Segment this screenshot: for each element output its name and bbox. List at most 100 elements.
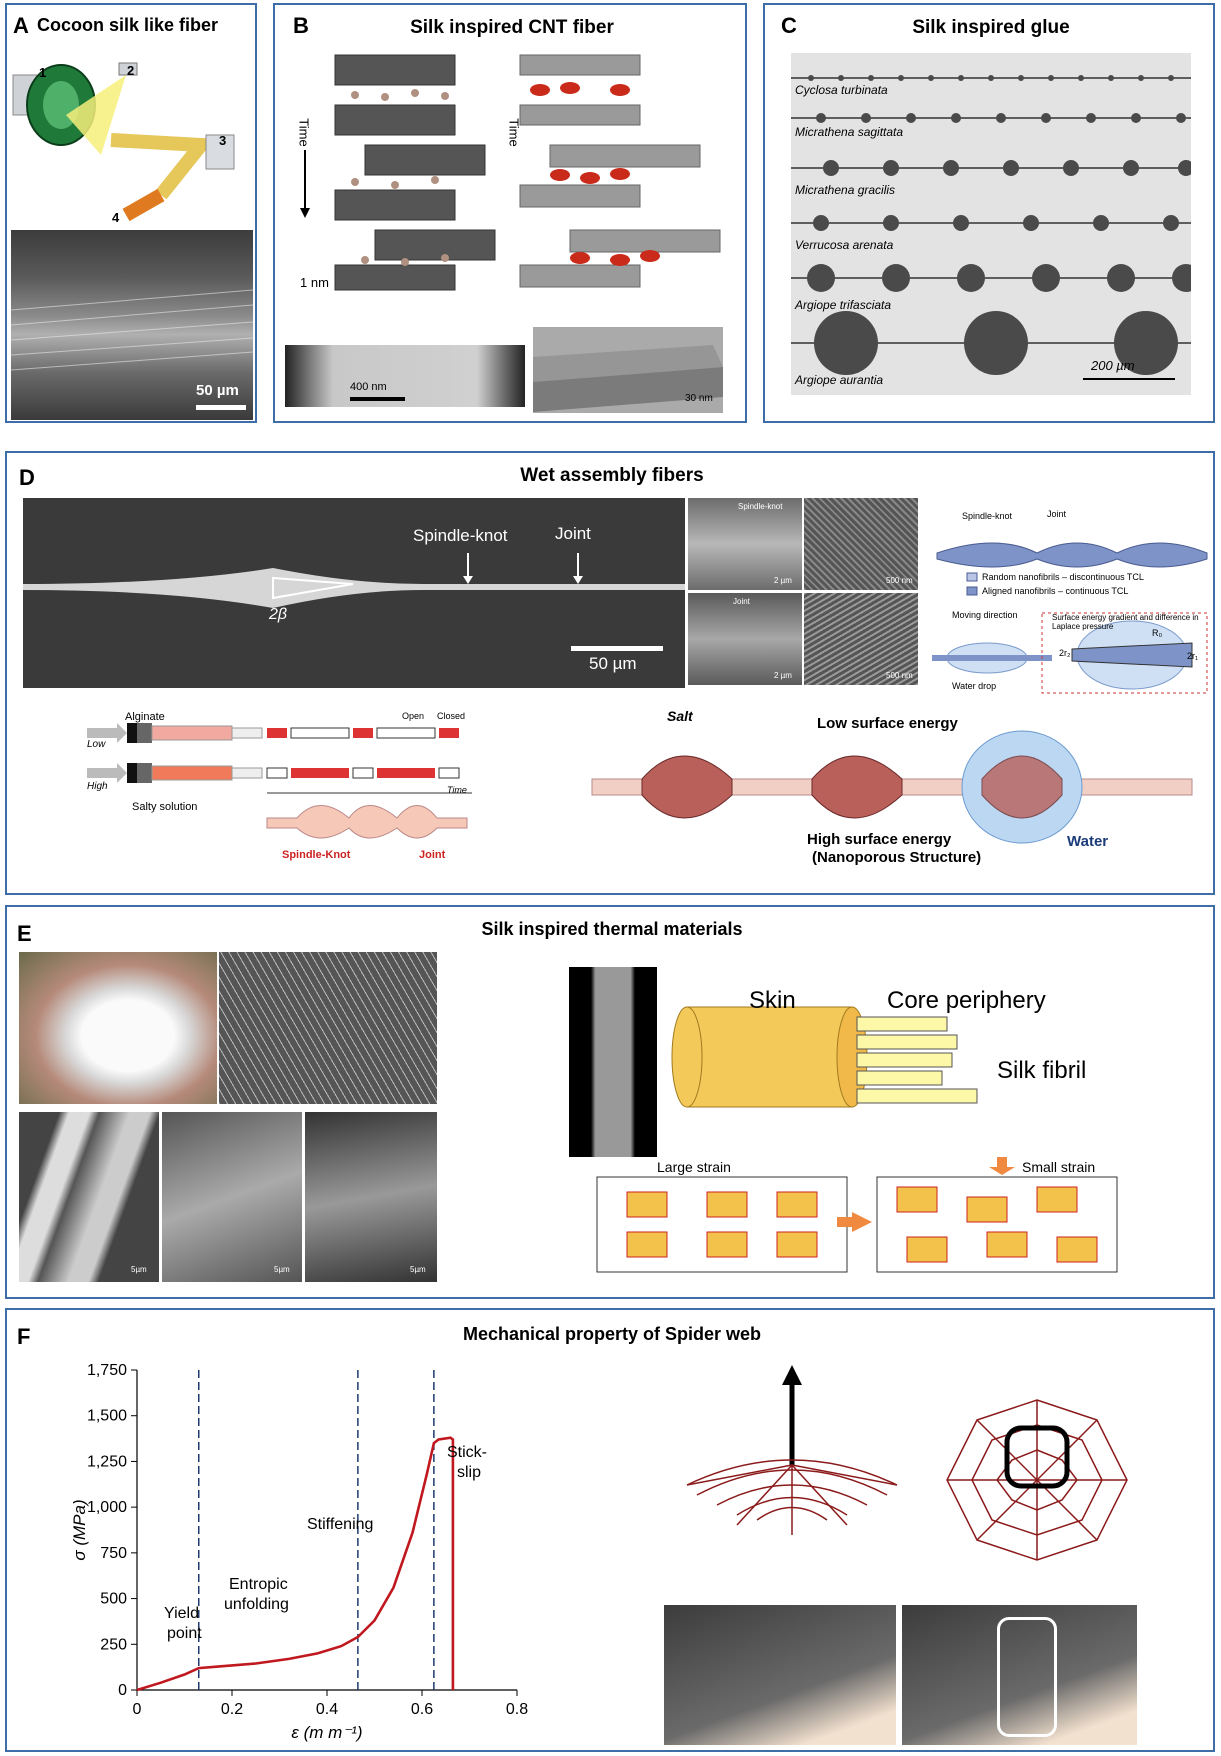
x-axis-label: ε (m m⁻¹) <box>291 1723 362 1742</box>
salty-solution-label: Salty solution <box>132 801 198 813</box>
species-label-1: Cyclosa turbinata <box>795 83 888 97</box>
x-tick-label: 0.8 <box>506 1701 528 1718</box>
panel-d-title: Wet assembly fibers <box>520 465 704 486</box>
surface-energy-schematic <box>591 730 1193 844</box>
spinning-apparatus-diagram <box>12 62 235 222</box>
cnt-md-snapshots-left <box>300 54 496 291</box>
schem-joint-label: Joint <box>1047 509 1067 519</box>
x-tick-label: 0 <box>133 1701 142 1718</box>
flow-joint-label: Joint <box>419 849 446 861</box>
web-photo-1 <box>664 1605 896 1745</box>
sem-scale-2: 500 nm <box>886 576 913 585</box>
panel-b-letter: B <box>293 13 309 38</box>
fiber-sem-2-scale: 5µm <box>274 1265 290 1274</box>
sem-spindle-knot-tile: Spindle-knot 2 µm <box>688 498 802 590</box>
y-tick-label: 1,750 <box>87 1362 127 1379</box>
flow-spindle-knot-label: Spindle-Knot <box>282 849 351 861</box>
scale-400nm-bar <box>350 397 405 401</box>
x-tick-label: 0.2 <box>221 1701 243 1718</box>
r2-label: 2r₂ <box>1059 648 1071 658</box>
sem-scale-1: 2 µm <box>774 576 792 585</box>
legend-random: Random nanofibrils – discontinuous TCL <box>982 572 1144 582</box>
cnt-md-snapshots-right <box>519 54 721 288</box>
species-label-3: Micrathena gracilis <box>795 183 896 197</box>
core-periphery-label: Core periphery <box>887 987 1046 1014</box>
single-fiber-sem <box>569 967 657 1157</box>
panel-f-letter: F <box>17 1324 31 1349</box>
deformed-web-diagram <box>686 1365 898 1535</box>
sem-spindle-label: Spindle-knot <box>738 502 783 511</box>
x-tick-label: 0.4 <box>316 1701 338 1718</box>
step-3-label: 3 <box>219 133 227 148</box>
panel-d-scale-bar <box>571 646 663 651</box>
sem-joint-label: Joint <box>733 597 750 606</box>
sem-random-nanofibrils-tile: 500 nm <box>804 498 918 590</box>
panel-b: B Silk inspired CNT fiber Time 1 nm Time <box>273 3 747 423</box>
fiber-sem-1-scale: 5µm <box>131 1265 147 1274</box>
microfluidic-flow-schematic <box>87 723 472 839</box>
salt-label: Salt <box>667 708 693 724</box>
species-label-5: Argiope trifasciata <box>795 298 892 312</box>
orb-web-diagram <box>946 1399 1128 1561</box>
y-tick-label: 1,000 <box>87 1499 127 1516</box>
fiber-sem-1: 5µm <box>19 1112 159 1282</box>
closed-label: Closed <box>437 711 466 721</box>
fiber-sem-2: 5µm <box>162 1112 302 1282</box>
web-photo-2 <box>902 1605 1137 1745</box>
small-strain-label: Small strain <box>1022 1159 1096 1175</box>
angle-label: 2β <box>269 606 288 623</box>
panel-a-title: Cocoon silk like fiber <box>37 15 219 35</box>
low-surface-energy-label: Low surface energy <box>817 715 958 732</box>
high-flow-label: High <box>87 781 108 792</box>
nanofibril-schematic <box>936 542 1208 596</box>
scale-400nm-label: 400 nm <box>350 381 387 393</box>
panel-e-letter: E <box>17 921 32 946</box>
spindle-knot-fiber-image: Spindle-knot Joint 2β 50 µm <box>23 498 685 688</box>
water-drop-transport-schematic <box>932 612 1208 694</box>
panel-e: E Silk inspired thermal materials 5µm 5µ… <box>5 905 1215 1299</box>
low-flow-label: Low <box>87 739 106 750</box>
glue-droplet-threads <box>791 75 1191 375</box>
panel-b-title: Silk inspired CNT fiber <box>410 17 614 38</box>
panel-c-title: Silk inspired glue <box>912 17 1070 38</box>
panel-c-letter: C <box>781 13 797 38</box>
twisted-fiber-sem-image: 50 µm <box>11 230 253 420</box>
y-tick-label: 750 <box>100 1545 127 1562</box>
cnt-fiber-hrtem-image: 30 nm <box>533 327 723 413</box>
panel-e-title: Silk inspired thermal materials <box>481 919 743 939</box>
panel-d: D Wet assembly fibers Spindle-knot Joint… <box>5 451 1215 895</box>
yield-label-1: Yield <box>164 1605 199 1622</box>
silk-fiber-hierarchy-diagram <box>671 1006 978 1108</box>
y-tick-label: 1,250 <box>87 1453 127 1470</box>
panel-c-scale-label: 200 µm <box>1091 358 1135 373</box>
species-label-6: Argiope aurantia <box>795 373 884 387</box>
panel-a: A Cocoon silk like fiber 1 2 3 4 50 µm <box>5 3 257 423</box>
schem-spindle-label: Spindle-knot <box>962 511 1013 521</box>
scale-30nm-label: 30 nm <box>685 393 713 404</box>
panel-a-scale-bar <box>196 405 246 410</box>
sem-aligned-nanofibrils-tile: 500 nm <box>804 593 918 685</box>
time-axis-label: Time <box>447 785 467 795</box>
panel-a-scale-label: 50 µm <box>196 382 239 399</box>
y-tick-label: 500 <box>100 1591 127 1608</box>
step-4-label: 4 <box>112 210 120 225</box>
fiber-sem-3-scale: 5µm <box>410 1265 426 1274</box>
time-label-left: Time <box>296 118 312 147</box>
panel-d-scale-label: 50 µm <box>589 654 637 673</box>
water-label: Water <box>1067 833 1109 850</box>
nanoporous-label: (Nanoporous Structure) <box>812 849 982 866</box>
alginate-label: Alginate <box>125 711 165 723</box>
cnt-fiber-tem-image: 400 nm <box>285 345 525 407</box>
x-tick-label: 0.6 <box>411 1701 433 1718</box>
silk-fibril-label: Silk fibril <box>997 1057 1087 1084</box>
panel-c: C Silk inspired glue Cyclosa turbinata M… <box>763 3 1215 423</box>
panel-d-letter: D <box>19 465 35 490</box>
spindle-knot-label: Spindle-knot <box>413 526 508 545</box>
y-axis-label: σ (MPa) <box>70 1499 89 1560</box>
cocoon-fibers-sem <box>219 952 437 1104</box>
strain-network-diagram <box>596 1157 1118 1273</box>
stress-strain-curve <box>136 1436 455 1692</box>
y-tick-label: 0 <box>118 1682 127 1699</box>
species-label-2: Micrathena sagittata <box>795 125 904 139</box>
